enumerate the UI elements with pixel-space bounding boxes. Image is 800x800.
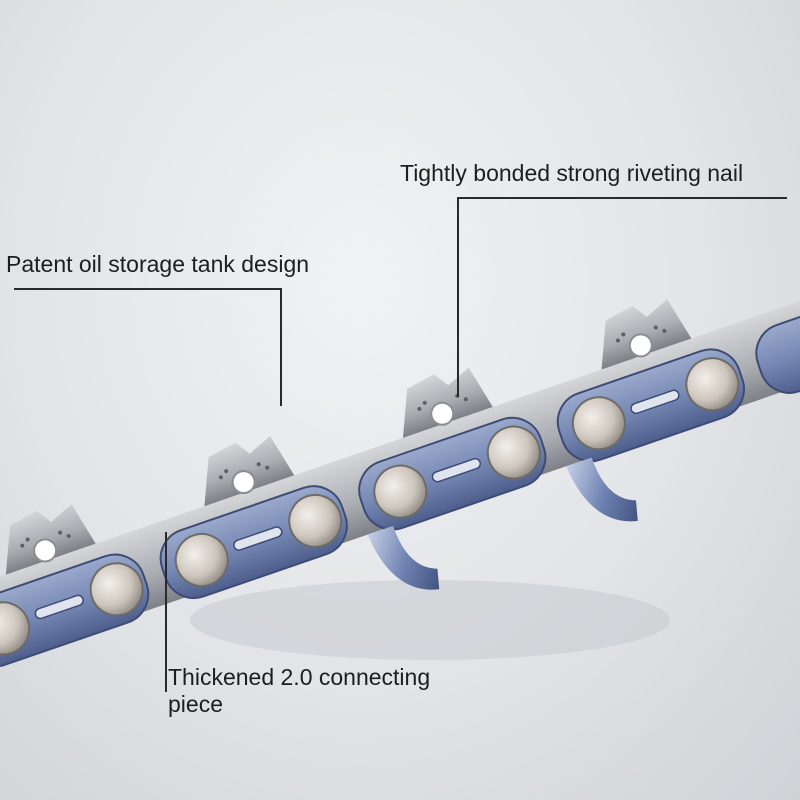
leader-line-riveting-h [457, 197, 787, 199]
drive-hooks [367, 457, 638, 590]
callout-riveting-nail: Tightly bonded strong riveting nail [400, 160, 744, 186]
leader-line-oil-v [280, 288, 282, 406]
connecting-slots [34, 389, 680, 620]
callout-connecting-piece: Thickened 2.0 connecting piece [168, 664, 430, 718]
leader-line-connecting-v [165, 532, 167, 692]
callout-oil-storage-tank: Patent oil storage tank design [6, 251, 310, 277]
cutter-teeth [5, 299, 692, 575]
chain-shadow [190, 580, 670, 660]
callout-connecting-line1: Thickened 2.0 connecting [168, 664, 431, 690]
rivets [0, 357, 740, 656]
leader-line-riveting-v [457, 197, 459, 397]
oil-storage-holes [20, 325, 667, 563]
leader-line-oil-h [14, 288, 282, 290]
callout-connecting-line2: piece [168, 691, 223, 717]
